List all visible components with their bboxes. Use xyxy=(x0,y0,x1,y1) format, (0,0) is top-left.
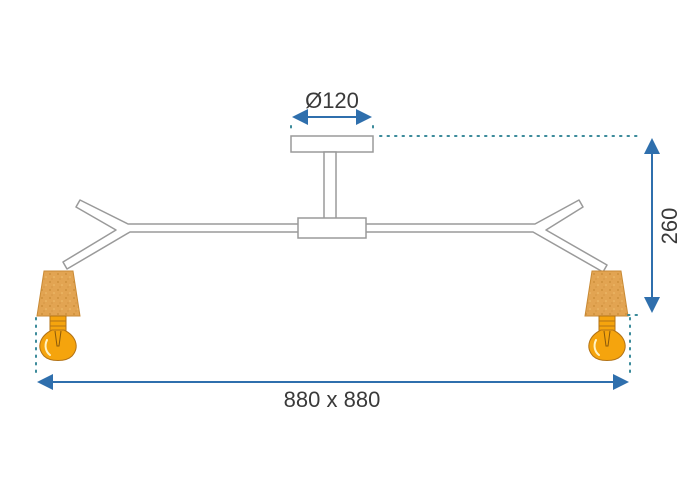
left-bulb xyxy=(39,329,77,361)
fixture xyxy=(36,135,629,361)
width-label: 880 x 880 xyxy=(284,387,381,412)
stem xyxy=(323,151,337,220)
left-arm xyxy=(62,199,301,270)
ceiling-canopy xyxy=(290,135,374,153)
right-bulb xyxy=(588,329,626,361)
left-socket xyxy=(49,315,67,333)
dimension-lines xyxy=(37,109,660,390)
right-arm xyxy=(363,199,608,273)
right-wood-shade xyxy=(584,270,629,317)
left-wood-shade xyxy=(36,270,81,317)
height-label: 260 xyxy=(657,208,682,245)
leader-lines xyxy=(35,125,641,377)
canopy-diameter-label: Ø120 xyxy=(305,88,359,113)
center-hub xyxy=(297,217,367,239)
